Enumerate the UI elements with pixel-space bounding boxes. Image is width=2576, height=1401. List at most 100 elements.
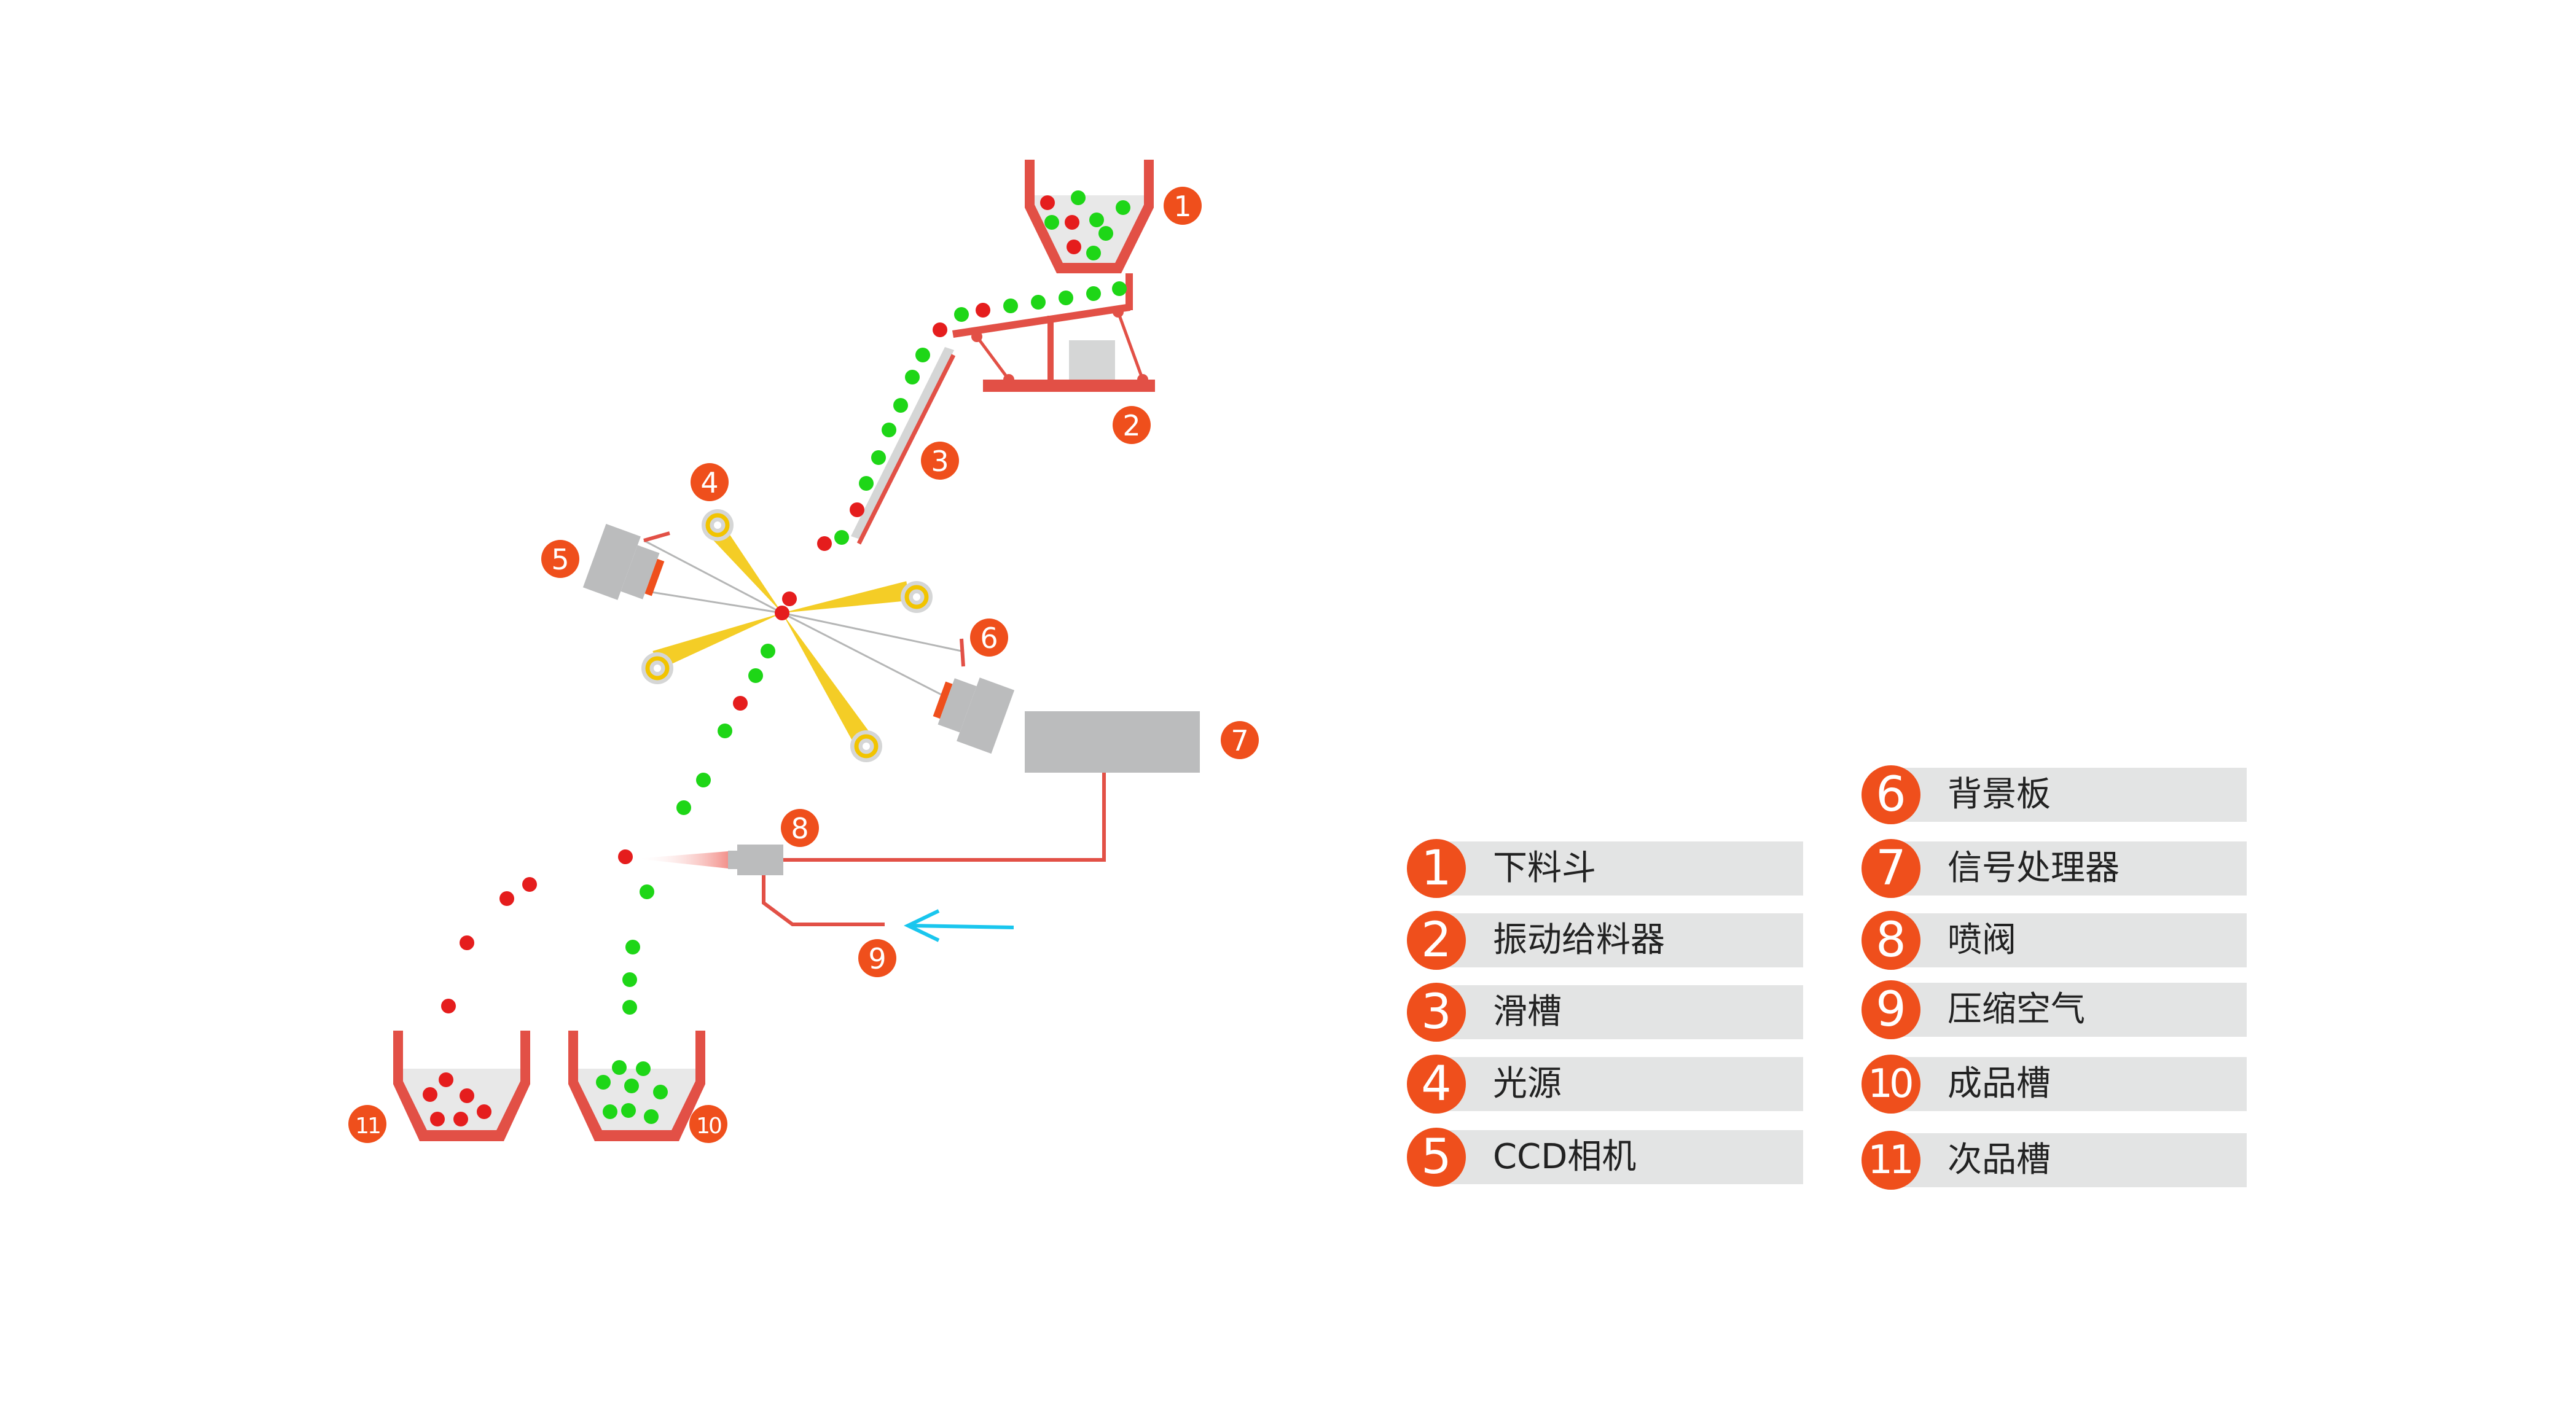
camera-view-line	[643, 539, 783, 614]
lamp-ring	[854, 734, 879, 759]
lamp-center	[913, 593, 920, 601]
callout-11: 11	[348, 1105, 386, 1143]
callout-1-text: 1	[1173, 190, 1191, 223]
camera-view-line	[635, 588, 783, 614]
legend-label: CCD相机	[1493, 1137, 1637, 1177]
legend-label: 喷阀	[1948, 920, 2016, 960]
particle	[1003, 299, 1018, 313]
camera-view-line	[781, 612, 953, 701]
callout-9: 9	[858, 939, 896, 977]
particle	[696, 773, 711, 787]
particle	[817, 536, 832, 551]
callout-3: 3	[921, 442, 959, 480]
callout-5-text: 5	[551, 543, 569, 576]
callout-3-text: 3	[931, 445, 949, 478]
legend-number: 5	[1407, 1128, 1466, 1187]
particle	[441, 999, 456, 1013]
callout-8-text: 8	[791, 812, 808, 845]
legend-number: 10	[1862, 1055, 1920, 1114]
particle	[748, 668, 763, 683]
legend-label: 下料斗	[1493, 848, 1596, 888]
ccd-camera-left	[582, 523, 670, 600]
particle	[618, 849, 633, 864]
particle	[976, 303, 990, 318]
particle	[622, 1000, 637, 1015]
background-plate	[960, 638, 965, 667]
particle	[499, 891, 514, 906]
legend-number: 9	[1862, 980, 1920, 1039]
particle	[1031, 295, 1046, 310]
legend-label: 次品槽	[1948, 1140, 2051, 1180]
chute	[851, 347, 956, 545]
particle	[430, 1112, 445, 1126]
legend-bar	[1895, 1133, 2247, 1187]
particle	[850, 502, 864, 517]
legend-bar	[1441, 913, 1803, 967]
particle	[954, 307, 969, 322]
particle	[1089, 213, 1104, 227]
particle	[933, 322, 947, 337]
callout-10: 10	[689, 1105, 727, 1143]
callout-1: 1	[1164, 187, 1202, 225]
legend-bar	[1895, 841, 2247, 896]
lamp-center	[863, 743, 870, 750]
callouts: 1 2 3 4 5 6 7 8 9 10 11	[348, 187, 1259, 1143]
particle	[905, 370, 920, 384]
callout-10-text: 10	[696, 1114, 721, 1139]
legend-bar	[1895, 983, 2247, 1037]
particle	[775, 606, 789, 620]
particle	[636, 1061, 651, 1076]
feed-hopper	[1025, 160, 1154, 273]
particle	[625, 940, 640, 954]
particle	[1059, 291, 1073, 305]
legend-bar	[1441, 841, 1803, 896]
legend-label: 滑槽	[1493, 992, 1562, 1032]
particle	[1116, 200, 1130, 215]
callout-6: 6	[970, 619, 1008, 657]
legend-number: 4	[1407, 1055, 1466, 1114]
particle	[782, 591, 797, 606]
particle	[676, 800, 691, 815]
callout-8: 8	[781, 809, 819, 847]
particle	[1112, 281, 1127, 296]
lamp-ring	[645, 656, 670, 681]
legend-bar	[1441, 1130, 1803, 1184]
particle	[1065, 215, 1079, 230]
particle	[460, 1088, 474, 1103]
callout-7: 7	[1221, 721, 1259, 759]
lamp-ring	[904, 585, 929, 609]
callout-2-text: 2	[1122, 409, 1140, 442]
particle	[653, 1085, 668, 1099]
legend-number: 1	[1407, 839, 1466, 898]
legend-label: 信号处理器	[1948, 848, 2120, 888]
legend-bar	[1441, 985, 1803, 1039]
particle	[1040, 195, 1055, 210]
legend-label: 振动给料器	[1493, 920, 1665, 960]
particle	[893, 398, 908, 413]
lamp-center	[714, 521, 721, 529]
legend-bar	[1895, 768, 2247, 822]
particle	[1071, 190, 1086, 205]
particle	[1086, 286, 1101, 301]
signal-processor	[1025, 711, 1200, 773]
particle	[915, 348, 930, 362]
light-beam	[782, 581, 910, 613]
lamp-ring	[705, 513, 730, 537]
camera-view-line	[781, 612, 962, 652]
particle	[624, 1079, 639, 1093]
particle	[1044, 215, 1059, 230]
callout-7-text: 7	[1231, 724, 1248, 757]
particle	[640, 884, 654, 899]
light-sources	[641, 509, 933, 762]
light-beams	[635, 516, 962, 746]
particle	[882, 423, 896, 437]
compressed-air-arrow	[904, 909, 1014, 942]
callout-5: 5	[541, 540, 579, 578]
ccd-camera-right	[933, 677, 1015, 754]
callout-4: 4	[691, 463, 729, 501]
particle	[622, 972, 637, 987]
legend-number: 6	[1862, 765, 1920, 824]
legend-number: 2	[1407, 911, 1466, 970]
particle	[603, 1104, 617, 1119]
